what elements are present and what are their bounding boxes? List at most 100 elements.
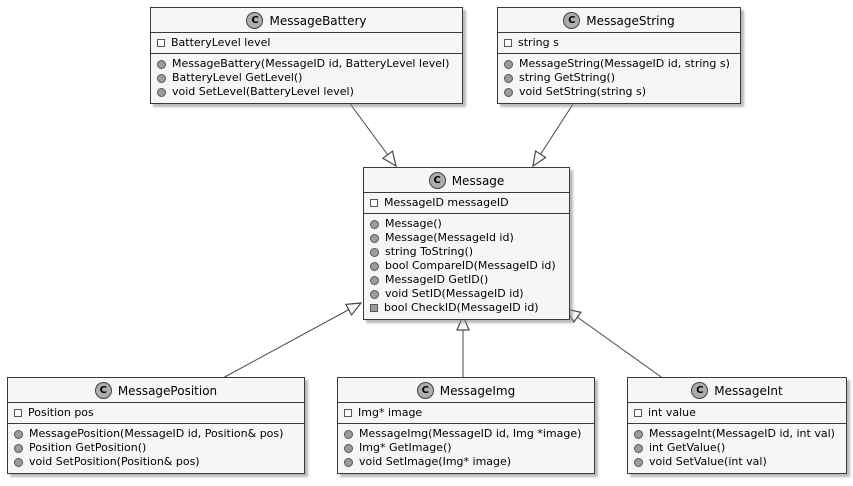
class-fields-compartment: MessageID messageID [364,193,569,214]
method-text: string ToString() [385,245,474,258]
method-row: MessageBattery(MessageID id, BatteryLeve… [157,57,456,71]
method-row: int GetValue() [634,441,840,455]
field-text: string s [518,36,559,49]
method-row: BatteryLevel GetLevel() [157,71,456,85]
class-box-messageimg: C MessageImg Img* image MessageImg(Messa… [337,377,595,474]
method-row: bool CompareID(MessageID id) [370,259,563,273]
class-name: MessageBattery [269,13,367,28]
public-method-icon [370,261,379,271]
method-text: MessageID GetID() [385,273,489,286]
method-text: string GetString() [519,71,616,84]
method-text: MessagePosition(MessageID id, Position& … [29,427,284,440]
method-text: MessageBattery(MessageID id, BatteryLeve… [172,57,450,70]
class-methods-compartment: MessagePosition(MessageID id, Position& … [8,424,304,473]
method-text: Position GetPosition() [29,441,147,454]
field-text: Img* image [358,406,423,419]
field-visibility-icon [344,409,352,417]
method-text: void SetString(string s) [519,85,647,98]
class-badge-icon: C [563,12,581,29]
class-name: MessagePosition [117,383,218,398]
field-visibility-icon [14,409,22,417]
public-method-icon [157,87,166,97]
method-row: Message(MessageId id) [370,231,563,245]
public-method-icon [370,219,379,229]
method-row: void SetString(string s) [504,85,734,99]
field-row: int value [634,406,840,420]
class-methods-compartment: MessageString(MessageID id, string s)str… [498,54,740,103]
method-row: Position GetPosition() [14,441,298,455]
class-box-messageint: C MessageInt int value MessageInt(Messag… [627,377,847,474]
method-text: bool CompareID(MessageID id) [385,259,556,272]
public-method-icon [370,247,379,257]
method-text: void SetLevel(BatteryLevel level) [172,85,354,98]
method-row: Img* GetImage() [344,441,588,455]
class-box-messageposition: C MessagePosition Position pos MessagePo… [7,377,305,474]
class-fields-compartment: Position pos [8,403,304,424]
static-method-icon [370,304,378,312]
field-row: Img* image [344,406,588,420]
method-text: bool CheckID(MessageID id) [384,301,539,314]
class-title: C Message [364,168,569,193]
public-method-icon [370,289,379,299]
method-row: MessageImg(MessageID id, Img *image) [344,427,588,441]
public-method-icon [370,275,379,285]
method-row: MessageString(MessageID id, string s) [504,57,734,71]
class-title: C MessageBattery [151,8,462,33]
inheritance-arrow-messageposition-to-message [220,302,363,380]
class-name: Message [451,173,505,188]
class-methods-compartment: MessageInt(MessageID id, int val)int Get… [628,424,846,473]
method-text: Message(MessageId id) [385,231,514,244]
field-row: BatteryLevel level [157,36,456,50]
method-row: Message() [370,217,563,231]
class-box-messagestring: C MessageString string s MessageString(M… [497,7,741,104]
method-text: void SetImage(Img* image) [359,455,512,468]
method-text: MessageImg(MessageID id, Img *image) [359,427,582,440]
class-methods-compartment: MessageImg(MessageID id, Img *image)Img*… [338,424,594,473]
field-text: int value [648,406,696,419]
public-method-icon [634,429,643,439]
public-method-icon [14,429,23,439]
inheritance-arrow-messagestring-to-message [532,100,576,168]
method-row: MessageID GetID() [370,273,563,287]
method-row: bool CheckID(MessageID id) [370,301,563,315]
field-text: Position pos [28,406,94,419]
public-method-icon [157,59,166,69]
class-fields-compartment: Img* image [338,403,594,424]
method-text: MessageInt(MessageID id, int val) [649,427,835,440]
method-text: void SetPosition(Position& pos) [29,455,200,468]
public-method-icon [634,443,643,453]
method-row: void SetID(MessageID id) [370,287,563,301]
class-name: MessageString [586,13,675,28]
method-row: void SetImage(Img* image) [344,455,588,469]
class-name: MessageImg [439,383,516,398]
field-text: BatteryLevel level [171,36,271,49]
class-badge-icon: C [691,382,709,399]
public-method-icon [344,457,353,467]
public-method-icon [504,87,513,97]
field-row: string s [504,36,734,50]
class-badge-icon: C [416,382,434,399]
field-visibility-icon [634,409,642,417]
method-text: void SetValue(int val) [649,455,767,468]
method-row: void SetLevel(BatteryLevel level) [157,85,456,99]
class-title: C MessageInt [628,378,846,403]
method-row: void SetValue(int val) [634,455,840,469]
field-visibility-icon [157,39,165,47]
public-method-icon [504,59,513,69]
class-badge-icon: C [428,172,446,189]
field-visibility-icon [504,39,512,47]
class-fields-compartment: BatteryLevel level [151,33,462,54]
field-text: MessageID messageID [384,196,509,209]
public-method-icon [344,443,353,453]
public-method-icon [157,73,166,83]
method-text: MessageString(MessageID id, string s) [519,57,730,70]
class-badge-icon: C [94,382,112,399]
public-method-icon [504,73,513,83]
public-method-icon [14,457,23,467]
inheritance-arrow-messageint-to-message [564,308,665,380]
field-visibility-icon [370,199,378,207]
inheritance-arrow-messagebattery-to-message [347,100,397,168]
method-row: void SetPosition(Position& pos) [14,455,298,469]
